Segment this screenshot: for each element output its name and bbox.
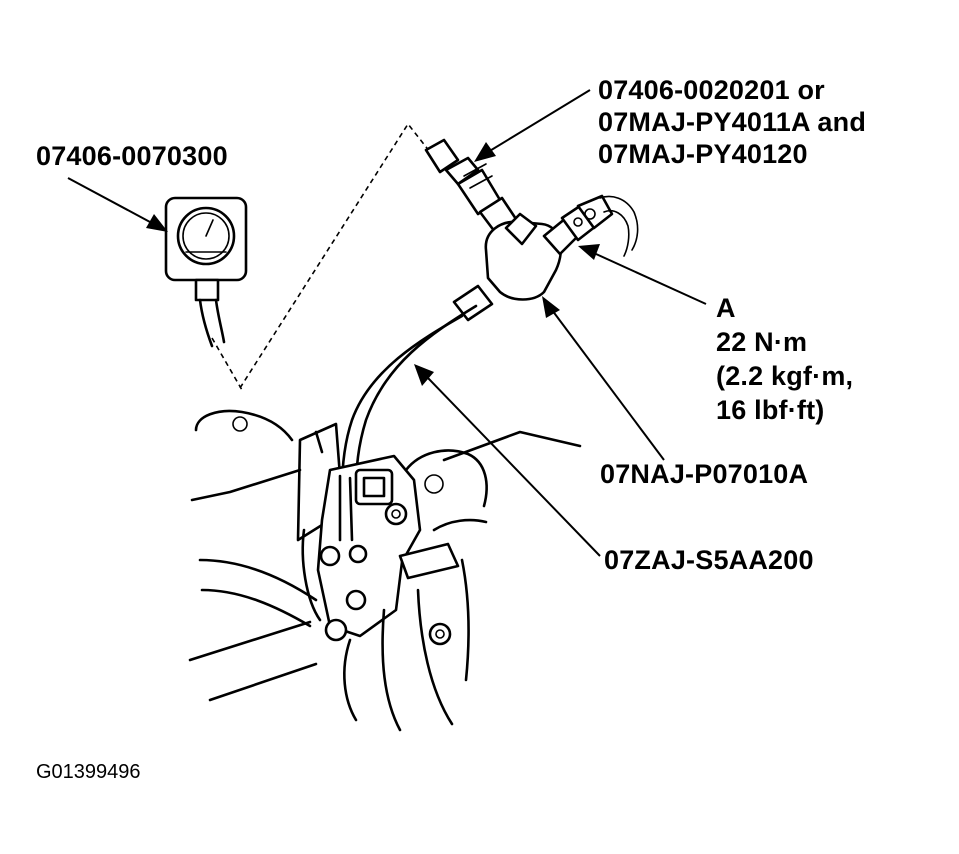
torque-value: 22 N·m [716,327,808,357]
hose-part-number-line-1: 07406-0020201 or [598,75,825,105]
tube-part-number: 07ZAJ-S5AA200 [604,545,814,575]
gauge-part-number: 07406-0070300 [36,141,228,171]
callout-a-label: A [716,293,736,323]
engine-block [188,409,582,732]
hose-part-number-line-2: 07MAJ-PY4011A and [598,107,867,137]
pressure-gauge-icon [164,196,248,348]
leader-arrows [67,89,707,557]
figure-code: G01399496 [36,761,141,783]
torque-lbf-value: 16 lbf·ft) [716,395,825,425]
torque-kgf-value: (2.2 kgf·m, [716,361,854,391]
t-adapter [484,194,639,301]
hose-fitting [424,138,520,238]
adapter-part-number: 07NAJ-P07010A [600,459,809,489]
gauge-connection-lines [211,122,431,391]
hose-part-number-line-3: 07MAJ-PY40120 [598,139,808,169]
